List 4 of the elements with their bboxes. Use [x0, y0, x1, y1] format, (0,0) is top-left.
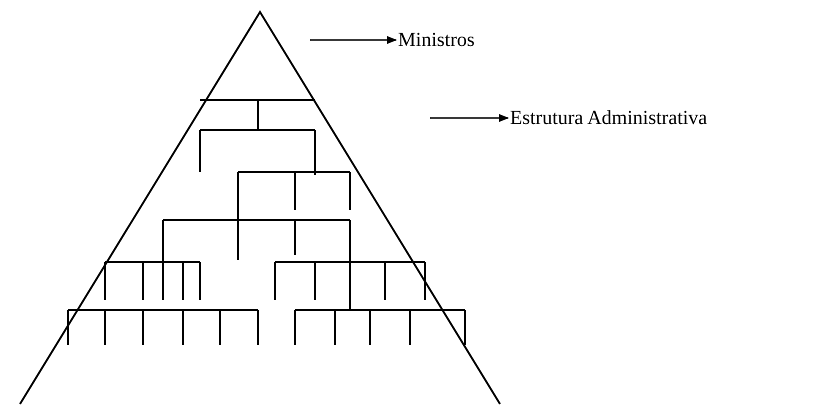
text-label: Estrutura Administrativa	[510, 106, 708, 130]
text-label: Ministros	[398, 28, 475, 52]
arrow	[310, 36, 397, 44]
arrow	[430, 114, 509, 122]
